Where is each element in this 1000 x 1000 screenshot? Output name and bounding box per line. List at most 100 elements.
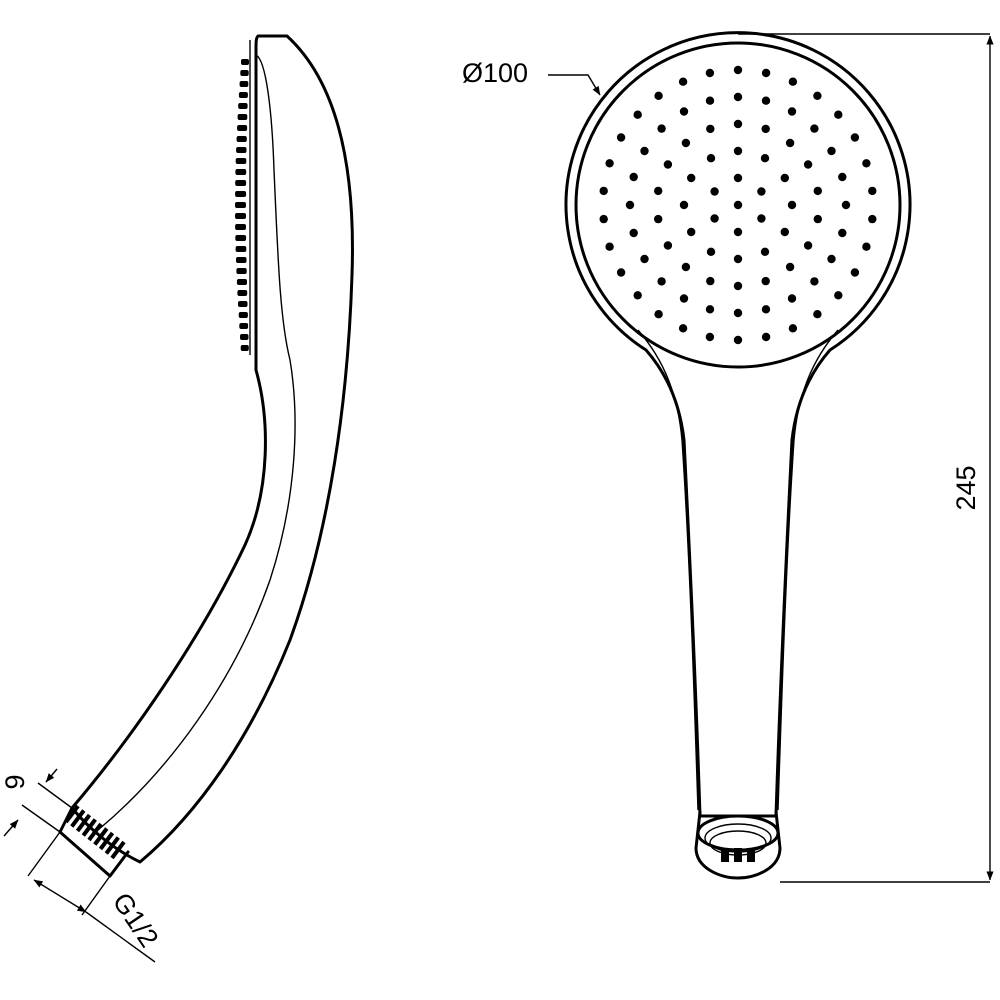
- front-view-nozzles: [599, 65, 877, 345]
- front-connector: [694, 810, 782, 880]
- nozzle: [681, 262, 691, 272]
- nozzle: [240, 345, 249, 351]
- thread-size-label: G1/2: [107, 887, 165, 952]
- thread-line: [104, 836, 120, 855]
- nozzle: [236, 136, 247, 142]
- nozzle: [827, 146, 836, 156]
- nozzle: [705, 96, 715, 105]
- nozzle: [239, 323, 249, 329]
- nozzle: [625, 200, 635, 210]
- front-dimensions: Ø100 245: [462, 33, 994, 883]
- head-diameter-label: Ø100: [462, 58, 528, 88]
- nozzle: [733, 254, 743, 264]
- nozzle: [761, 68, 771, 78]
- thread-line: [93, 827, 109, 846]
- nozzle: [810, 277, 819, 286]
- nozzle: [705, 332, 715, 342]
- nozzle: [761, 124, 770, 134]
- nozzle: [235, 169, 247, 175]
- nozzle: [733, 227, 743, 237]
- nozzle: [862, 242, 871, 251]
- side-connector: [58, 804, 130, 878]
- nozzle: [803, 241, 813, 250]
- nozzle: [761, 276, 770, 286]
- nozzle: [240, 70, 249, 76]
- nozzle: [850, 133, 860, 142]
- nozzle: [760, 154, 770, 163]
- nozzle: [238, 301, 248, 307]
- nozzle: [868, 214, 877, 224]
- nozzle: [761, 305, 771, 314]
- front-view-outline: [564, 31, 912, 818]
- nozzle: [235, 246, 247, 252]
- nozzle: [862, 159, 871, 168]
- nozzle: [237, 114, 248, 120]
- nozzle: [235, 202, 246, 208]
- nozzle: [679, 200, 689, 210]
- side-view: [58, 34, 354, 878]
- nozzle: [239, 81, 249, 87]
- nozzle: [633, 110, 642, 119]
- nozzle: [733, 92, 743, 102]
- nozzle: [705, 305, 715, 314]
- thread-line: [110, 840, 126, 860]
- nozzle: [678, 324, 688, 333]
- nozzle: [706, 154, 716, 163]
- nozzle: [236, 279, 247, 285]
- nozzle: [640, 254, 649, 264]
- nozzle: [813, 91, 822, 101]
- nozzle: [238, 103, 248, 109]
- spray-plate: [574, 41, 902, 369]
- nozzle: [838, 228, 847, 238]
- thread-line: [87, 822, 103, 842]
- nozzle: [803, 160, 813, 169]
- overall-length-label: 245: [951, 465, 981, 510]
- nozzle: [780, 227, 789, 237]
- nozzle: [657, 124, 666, 133]
- nozzle: [813, 214, 822, 224]
- nozzle: [760, 247, 770, 256]
- nozzle: [605, 159, 614, 168]
- thread-line: [70, 809, 86, 828]
- nozzle: [841, 200, 851, 210]
- nozzle: [733, 173, 743, 183]
- nozzle: [235, 158, 247, 164]
- nozzle: [785, 138, 795, 148]
- nozzle: [663, 241, 673, 250]
- thread-line: [81, 818, 97, 837]
- nozzle: [733, 146, 743, 156]
- nozzle: [850, 268, 860, 277]
- nozzle: [238, 92, 248, 98]
- nozzle: [733, 335, 743, 345]
- nozzle: [757, 214, 766, 223]
- nozzle: [733, 119, 743, 129]
- nozzle: [838, 172, 847, 182]
- nozzle: [663, 160, 673, 169]
- nozzle: [733, 308, 743, 318]
- nozzle: [241, 59, 249, 65]
- nozzle: [240, 334, 249, 340]
- nozzle: [679, 294, 689, 303]
- nozzle: [629, 228, 638, 238]
- nozzle: [235, 235, 247, 241]
- side-view-crease: [97, 54, 296, 831]
- nozzle: [733, 281, 743, 291]
- nozzle: [654, 310, 663, 319]
- nozzle: [787, 107, 797, 116]
- nozzle: [235, 213, 246, 219]
- nozzle: [761, 332, 771, 342]
- nozzle: [236, 257, 247, 263]
- nozzle: [654, 214, 663, 224]
- front-view: [564, 31, 912, 880]
- nozzle: [785, 262, 795, 272]
- side-view-nozzles: [235, 59, 249, 351]
- nozzle: [687, 173, 696, 183]
- nozzle: [235, 224, 246, 230]
- nozzle: [706, 247, 716, 256]
- nozzle: [706, 276, 715, 286]
- nozzle: [657, 277, 666, 286]
- nozzle: [235, 180, 247, 186]
- nozzle: [681, 138, 691, 148]
- nozzle: [834, 291, 843, 300]
